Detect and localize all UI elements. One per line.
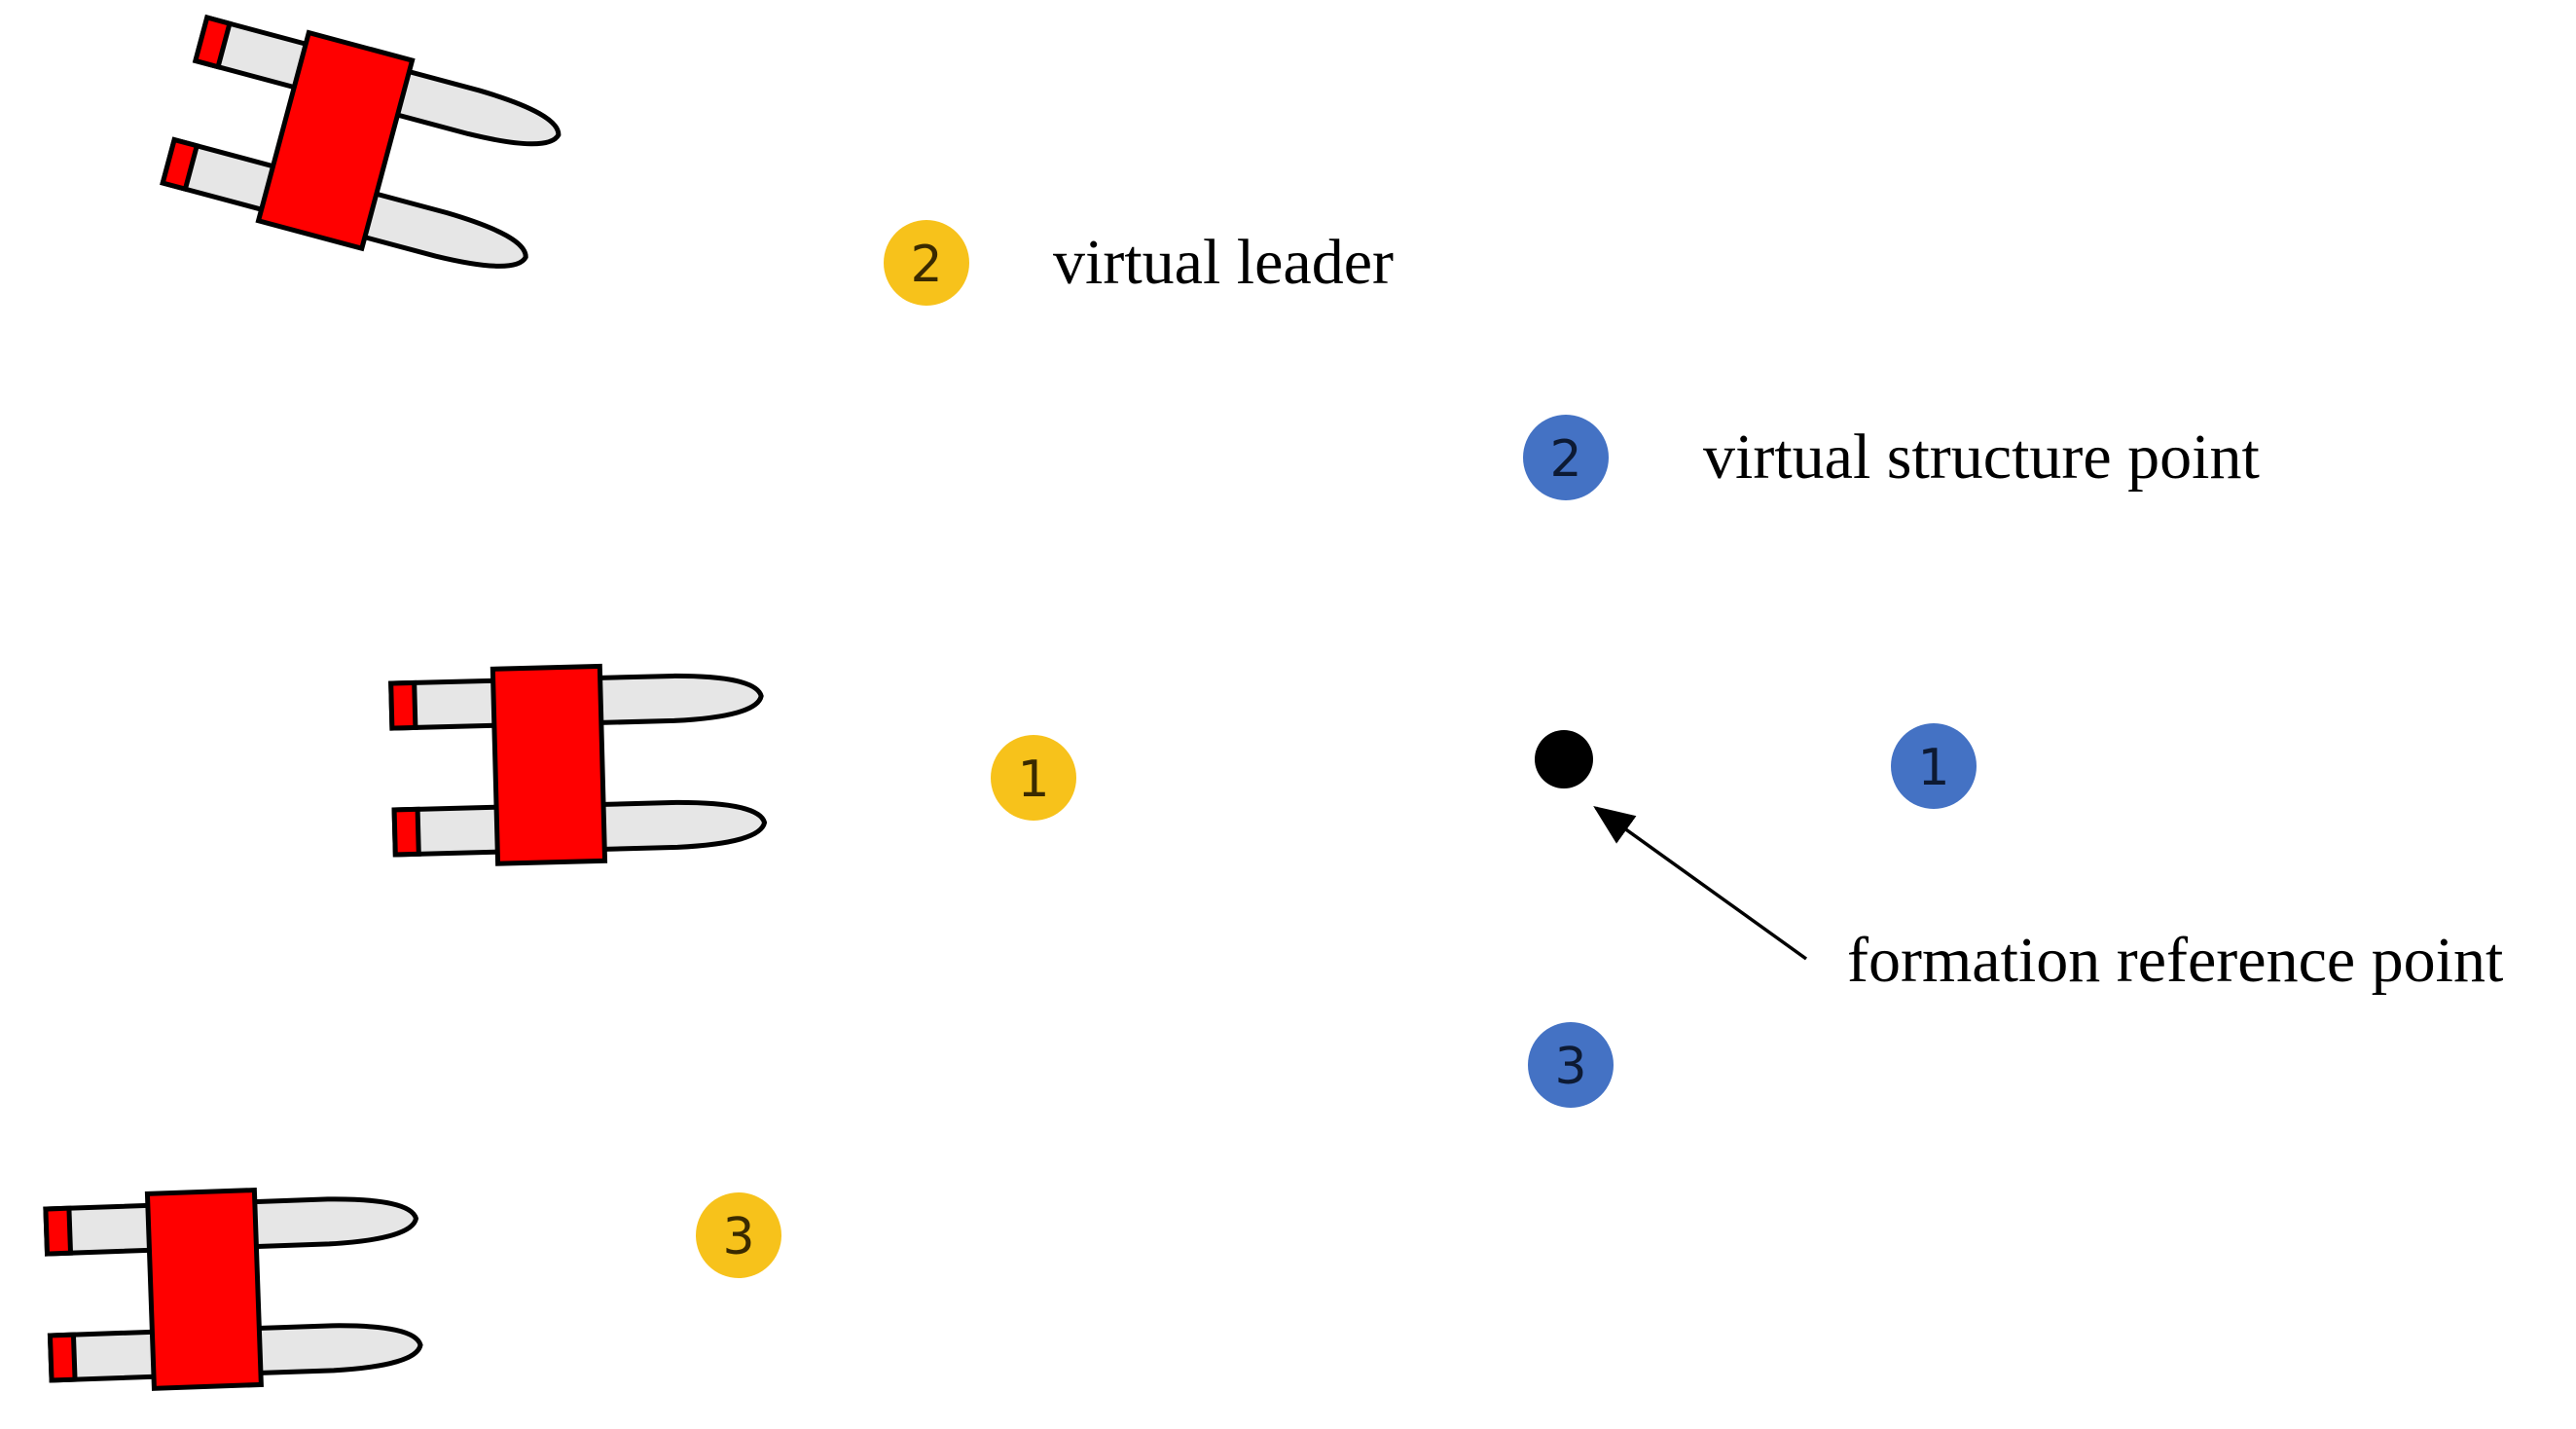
formation-reference-point (1535, 730, 1593, 788)
catamaran-icon (160, 6, 567, 290)
legend-label-virtual-leader: virtual leader (1053, 227, 1394, 298)
structure-point-marker-label: 2 (1549, 430, 1581, 489)
reference-arrow (1593, 805, 1808, 961)
virtual-leader-3: 3 (696, 1192, 781, 1278)
formation-reference-point-label: formation reference point (1847, 925, 2503, 996)
structure-point-marker (1523, 415, 1609, 500)
leader-marker-label: 2 (910, 236, 942, 294)
virtual-structure-point-3-label: 3 (1554, 1038, 1586, 1096)
virtual-structure-point-1: 1 (1891, 723, 1977, 809)
virtual-leader-3-label: 3 (722, 1208, 754, 1266)
catamaran-icon (390, 662, 765, 866)
legend-virtual-structure-point: 2 virtual structure point (1523, 415, 2260, 500)
catamaran-icon (46, 1185, 422, 1392)
virtual-structure-point-3: 3 (1528, 1022, 1614, 1108)
vessel-3 (46, 1185, 422, 1392)
virtual-leader-1-label: 1 (1017, 751, 1049, 809)
leader-marker (884, 220, 969, 306)
virtual-structure-point-1-label: 1 (1917, 739, 1949, 797)
vessel-1 (160, 6, 567, 290)
virtual-leader-1: 1 (991, 735, 1076, 821)
legend-virtual-leader: 2 virtual leader (884, 220, 1394, 306)
legend-label-virtual-structure-point: virtual structure point (1703, 421, 2260, 493)
vessel-2 (390, 662, 765, 866)
